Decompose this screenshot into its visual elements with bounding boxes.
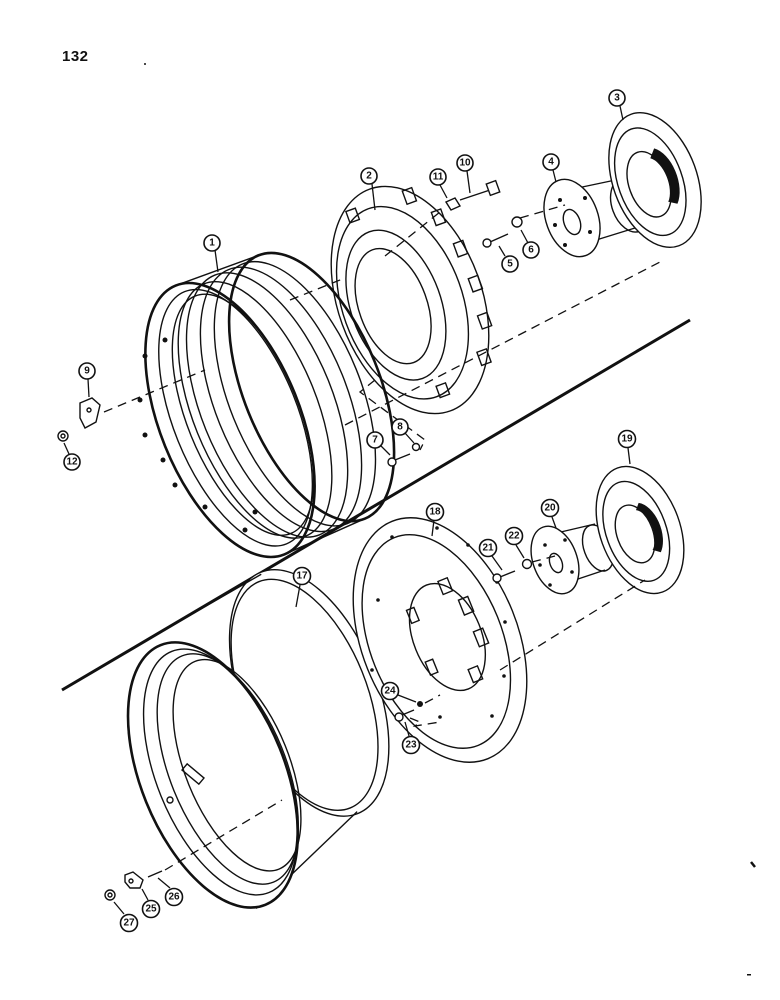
part-22-washer — [521, 558, 533, 570]
part-24-washer — [417, 701, 423, 707]
svg-text:12: 12 — [66, 457, 78, 468]
svg-text:22: 22 — [508, 531, 520, 542]
callout-26: 26 — [157, 877, 184, 907]
callout-10: 10 — [456, 154, 474, 194]
svg-text:2: 2 — [366, 171, 372, 182]
part-2-center-disc — [330, 185, 493, 415]
callout-3: 3 — [608, 89, 626, 121]
callout-6: 6 — [520, 229, 540, 259]
callout-8: 8 — [391, 418, 415, 444]
part-23-bolt — [394, 709, 415, 722]
svg-text:6: 6 — [528, 245, 534, 256]
svg-text:3: 3 — [614, 93, 620, 104]
callout-23: 23 — [401, 721, 421, 755]
callout-18: 18 — [425, 502, 445, 537]
part-3-hub-flange — [608, 111, 702, 249]
callout-22: 22 — [504, 526, 525, 559]
callout-7: 7 — [366, 431, 391, 456]
part-10-bolt — [459, 179, 501, 201]
callout-2: 2 — [360, 167, 378, 211]
svg-text:21: 21 — [482, 543, 494, 554]
svg-text:4: 4 — [548, 157, 554, 168]
svg-text:18: 18 — [429, 507, 441, 518]
svg-text:11: 11 — [433, 172, 444, 183]
svg-text:17: 17 — [296, 571, 308, 582]
part-9-clamp — [79, 397, 101, 429]
svg-text:27: 27 — [123, 918, 135, 929]
upper-assembly: 1 2 3 4 5 6 7 8 9 10 11 12 — [57, 89, 702, 559]
svg-text:7: 7 — [372, 435, 378, 446]
callout-24: 24 — [380, 681, 417, 703]
part-6-washer — [511, 216, 523, 228]
callout-4: 4 — [542, 153, 560, 183]
svg-text:25: 25 — [145, 904, 157, 915]
callout-12: 12 — [63, 442, 81, 471]
svg-text:20: 20 — [544, 503, 556, 514]
part-27-nut — [104, 889, 116, 901]
svg-text:5: 5 — [507, 259, 513, 270]
part-19-hub-flange — [595, 465, 685, 595]
svg-text:9: 9 — [84, 366, 90, 377]
part-18-wheel-disc — [352, 517, 528, 763]
callout-9: 9 — [78, 362, 96, 398]
svg-text:10: 10 — [459, 158, 471, 169]
valve-slot — [166, 762, 205, 804]
part-8-washer — [411, 442, 421, 452]
page-number: 132 — [62, 48, 89, 65]
part-11-nut — [444, 197, 462, 211]
svg-text:8: 8 — [397, 422, 403, 433]
svg-text:19: 19 — [621, 434, 633, 445]
callout-5: 5 — [498, 245, 519, 273]
svg-text:26: 26 — [168, 892, 180, 903]
part-21-bolt — [492, 570, 516, 583]
svg-text:1: 1 — [209, 238, 215, 249]
callout-17: 17 — [292, 566, 312, 608]
print-specks — [144, 63, 756, 976]
callout-25: 25 — [141, 888, 161, 919]
callout-11: 11 — [429, 168, 448, 199]
svg-text:24: 24 — [384, 686, 396, 697]
part-1-rim — [144, 251, 396, 559]
rim-rivets — [137, 337, 258, 533]
part-7-bolt — [387, 453, 411, 467]
callout-21: 21 — [478, 538, 503, 571]
svg-text:23: 23 — [405, 740, 417, 751]
lower-assembly: 17 18 19 20 21 22 23 24 25 26 27 — [104, 429, 685, 933]
callout-19: 19 — [617, 429, 637, 465]
part-5-bolt — [482, 233, 509, 248]
part-17-rim — [126, 569, 390, 910]
callout-27: 27 — [113, 901, 139, 933]
part-12-nut — [57, 430, 69, 442]
callout-1: 1 — [203, 234, 221, 273]
part-26-stud — [147, 870, 163, 878]
callout-20: 20 — [540, 498, 560, 529]
part-25-clamp — [124, 871, 144, 889]
